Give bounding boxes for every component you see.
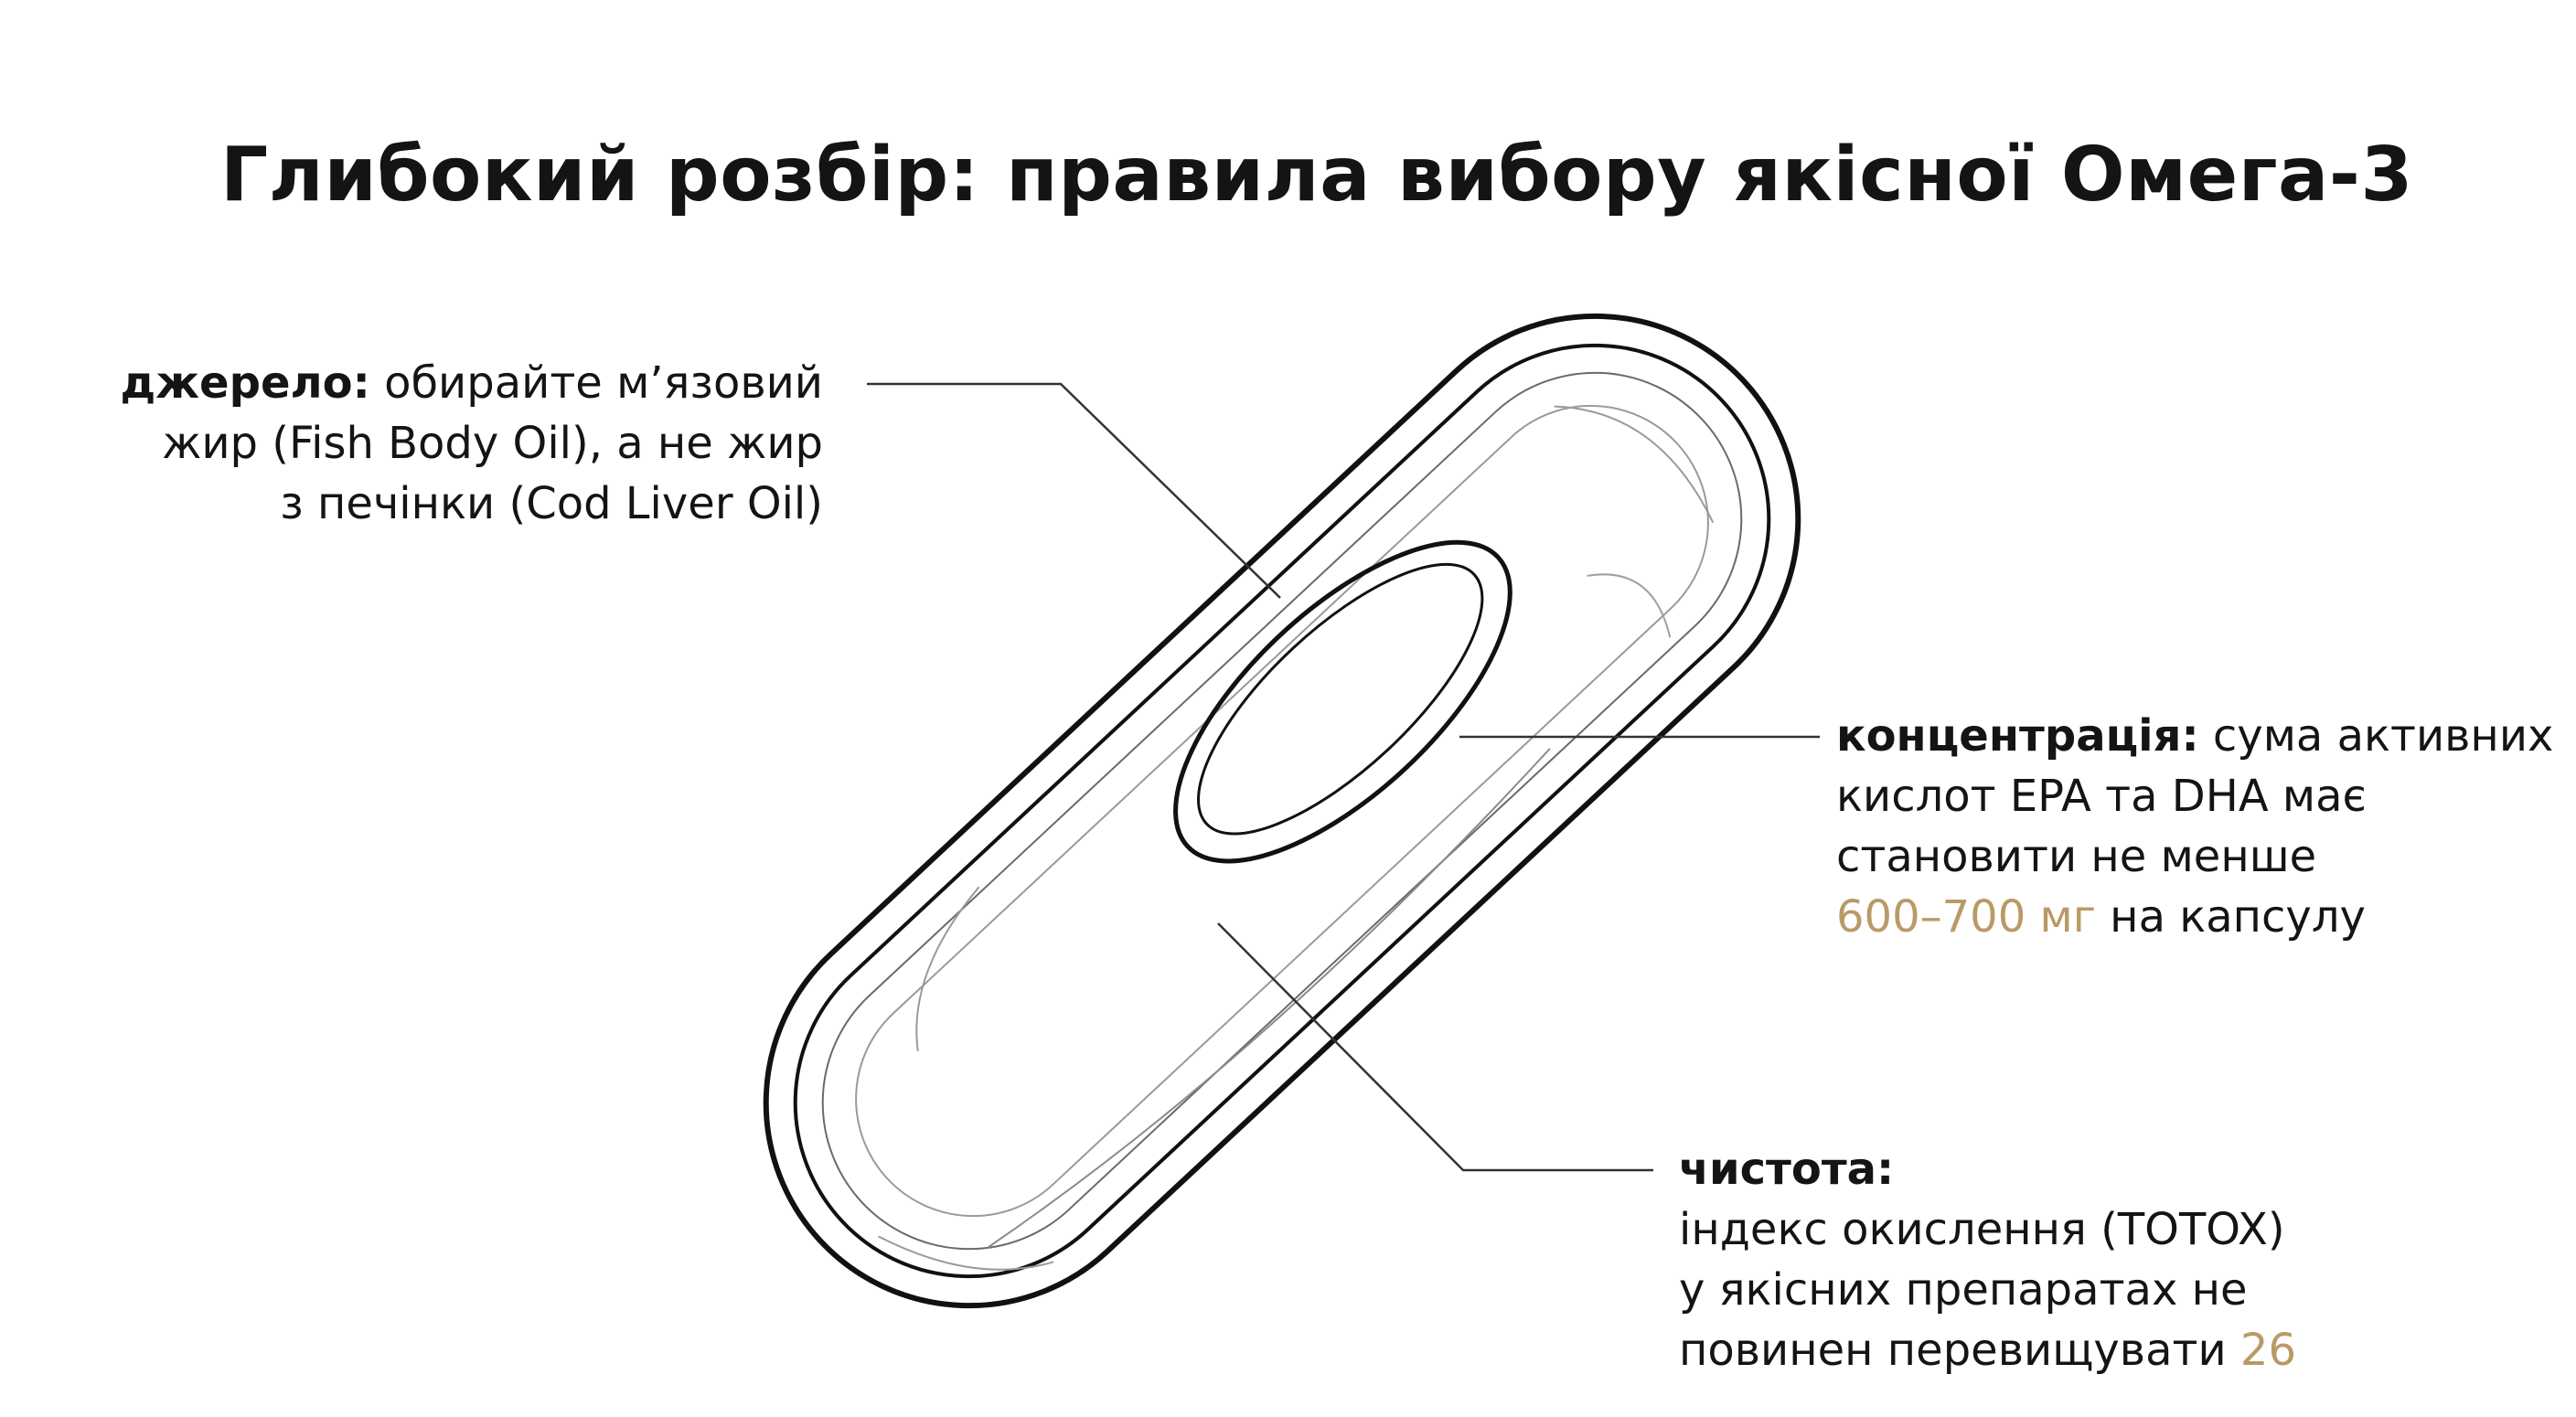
- softgel-capsule-icon: [763, 313, 1801, 1309]
- page-title: Глибокий розбір: правила вибору якісної …: [220, 131, 2413, 218]
- callout-concentration: концентрація: сума активних кислот EPA т…: [1836, 706, 2553, 947]
- callout-concentration-text4: на капсулу: [2095, 891, 2366, 943]
- capsule-inner-shell: [793, 343, 1771, 1279]
- callout-purity-line4: повинен перевищувати 26: [1679, 1320, 2296, 1380]
- capsule-reflection: [988, 748, 1551, 1248]
- callout-concentration-line2: кислот EPA та DHA має: [1836, 771, 2367, 822]
- callout-source-line1: джерело: обирайте м’язовий: [0, 353, 824, 413]
- capsule-inner-contour-2: [855, 404, 1709, 1218]
- callout-source-line2: жир (Fish Body Oil), а не жир: [162, 418, 823, 469]
- callout-concentration-line1: концентрація: сума активних: [1836, 706, 2553, 766]
- callout-source-text1: обирайте м’язовий: [369, 357, 823, 409]
- capsule-outer-shell: [763, 313, 1801, 1309]
- callout-source-label: джерело:: [120, 357, 370, 409]
- callout-purity-line2: індекс окислення (TOTOX): [1679, 1204, 2285, 1255]
- leader-line-purity: [1217, 922, 1653, 1172]
- callout-concentration-line3: становити не менше: [1836, 831, 2317, 882]
- capsule-inner-contour: [821, 371, 1743, 1251]
- capsule-reflection-5: [878, 1235, 1054, 1271]
- callout-concentration-highlight: 600–700 мг: [1836, 891, 2096, 943]
- capsule-highlight-inner: [1197, 562, 1484, 836]
- callout-purity-text4: повинен перевищувати: [1679, 1325, 2240, 1376]
- leader-line-source: [867, 382, 1281, 599]
- callout-source: джерело: обирайте м’язовий жир (Fish Bod…: [0, 353, 824, 534]
- callout-concentration-line4: 600–700 мг на капсулу: [1836, 887, 2553, 947]
- callout-purity: чистота: індекс окислення (TOTOX) у якіс…: [1679, 1139, 2296, 1380]
- capsule-reflection-4: [1587, 573, 1672, 638]
- callout-source-line3: з печінки (Cod Liver Oil): [280, 478, 823, 529]
- capsule-reflection-3: [1554, 405, 1714, 523]
- callout-concentration-text1: сума активних: [2198, 710, 2554, 762]
- callout-purity-label: чистота:: [1679, 1144, 1895, 1195]
- callout-concentration-label: концентрація:: [1836, 710, 2199, 762]
- callout-purity-line3: у якісних препаратах не: [1679, 1264, 2248, 1316]
- capsule-reflection-2: [915, 886, 980, 1052]
- capsule-highlight-outer: [1173, 539, 1512, 864]
- callout-purity-highlight: 26: [2239, 1325, 2296, 1376]
